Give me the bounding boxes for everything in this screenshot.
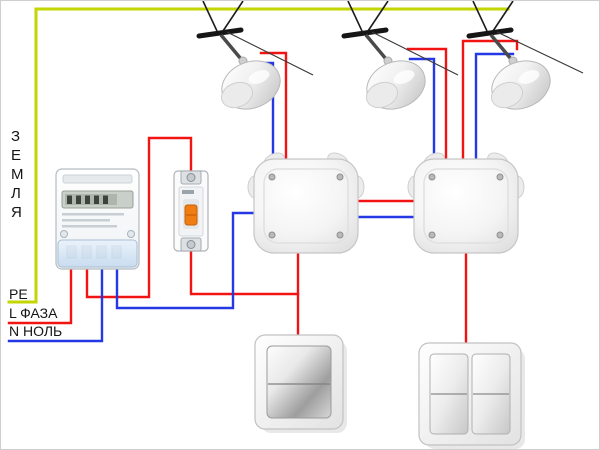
breaker-bottom-screw [186,240,196,249]
lamp2-phase-wire [406,47,448,168]
junction-box-2 [407,152,525,254]
ceiling-rod [202,1,218,32]
lid-screw [336,231,344,239]
ceiling-rod [367,1,389,32]
meter-terminal-cover [57,239,138,268]
neutral-wire-input [7,267,104,343]
lamp3-phase-wire [461,39,519,168]
lamp-stem [489,33,513,61]
pe-label: PE [9,286,28,302]
ceiling-rod [492,1,514,32]
junction-box-lid [423,168,509,244]
spotlight-3 [466,1,584,110]
meter-digit [85,195,90,204]
support-cable [496,31,584,74]
meter-label-line [62,225,117,228]
lamp2-neutral-wire [408,57,436,168]
breaker-label [182,190,194,194]
lid-screw [336,173,344,181]
meter-seal [60,230,68,238]
meter-display-window [65,194,117,205]
meter-digit [67,195,72,204]
junction-box-body [413,158,519,254]
lid-screw [428,231,436,239]
spotlight-1 [196,1,314,110]
neutral-wire-meter-to-junction-box-1 [115,211,258,310]
lamp-head [366,60,426,110]
circuit-breaker [173,170,209,252]
support-cable [371,31,459,76]
lamp-opening [490,81,524,109]
lamp-head [491,60,551,110]
lamp-stem [364,33,388,61]
earth-wire [7,7,510,304]
junction-box-1 [247,152,365,254]
phase-wire-meter-to-breaker [85,136,193,299]
ceiling-rod [347,1,363,32]
lamp-head [221,60,281,110]
mount-bar [341,27,389,39]
lamp-highlight [393,70,415,84]
lamp-opening [365,81,399,109]
switch-single [254,334,347,433]
meter-digit [76,195,81,204]
lid-screw [428,173,436,181]
ceiling-rod [472,1,488,32]
lamp3-neutral-wire [474,52,515,168]
junction-box-body [253,158,359,254]
lid-screw [496,173,504,181]
lamp-highlight [248,70,270,84]
meter-label-line [62,219,110,222]
ceiling-rod [222,1,244,32]
meter-label-line [62,213,124,216]
lamp-stem [219,33,243,61]
switch-double [418,342,525,449]
meter-seal [127,230,135,238]
neutral-label: N НОЛЬ [9,323,63,339]
breaker-top-screw [186,173,196,182]
electric-meter [55,168,140,270]
meter-digit [103,195,108,204]
meter-vent [62,174,133,184]
lid-screw [268,231,276,239]
meter-digit [94,195,99,204]
mount-bar [196,27,244,39]
lid-screw [496,231,504,239]
phase-label: L ФАЗА [9,305,58,321]
lamp-highlight [518,70,540,84]
spotlight-2 [341,1,459,110]
lid-screw [268,173,276,181]
mount-bar [466,27,514,39]
lamp-opening [220,81,254,109]
wiring [7,7,519,346]
junction-box-lid [263,168,349,244]
phase-wire-input [7,267,73,325]
phase-wire-breaker-to-junction-box-1 [189,248,300,296]
switch-key [266,345,332,419]
support-cable [226,31,314,76]
earth-vertical-label: ЗЕМЛЯ [11,128,24,221]
